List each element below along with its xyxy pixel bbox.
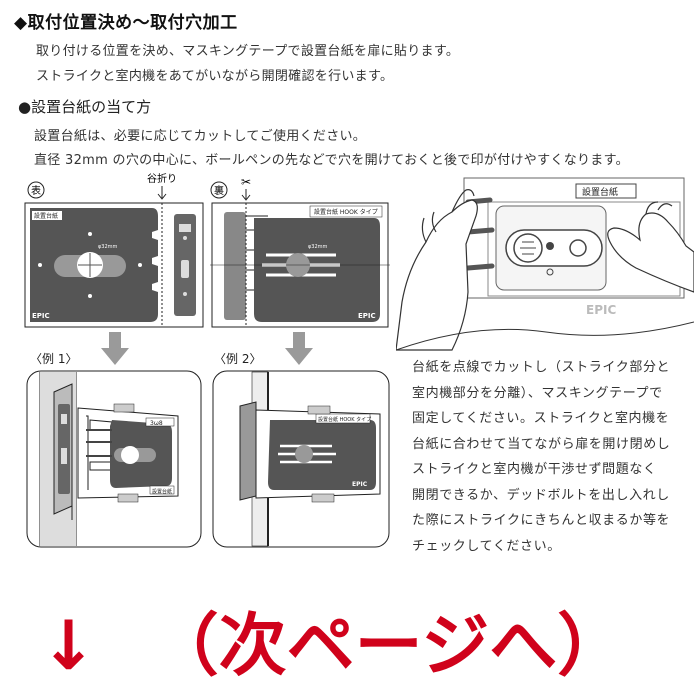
- left-hand: [396, 199, 478, 351]
- example2-tape-top: [307, 405, 331, 415]
- next-page-arrow-icon: ↓: [40, 607, 97, 686]
- example1-tape-bottom: [117, 493, 139, 503]
- example1-tape-top: [113, 403, 135, 413]
- example2-brand: EPIC: [352, 481, 368, 488]
- photo-label: 設置台紙: [582, 186, 618, 198]
- description-line: 固定してください。ストライクと室内機を: [412, 411, 670, 426]
- section1-line1: 取り付ける位置を決め、マスキングテープで設置台紙を扉に貼ります。: [36, 44, 460, 59]
- front-mark-circle: [27, 181, 45, 199]
- section1-line2: ストライクと室内機をあてがいながら開閉確認を行います。: [36, 69, 394, 84]
- photo-brand: EPIC: [586, 303, 616, 317]
- example2-card-label: 設置台紙 HOOK タイプ: [318, 416, 371, 423]
- back-card-label-bg: [309, 205, 383, 218]
- down-arrow-1-icon: [101, 332, 129, 365]
- down-arrow-2-icon: [285, 332, 313, 365]
- front-hole-label: φ32mm: [98, 244, 118, 250]
- description-line: 台紙を点線でカットし（ストライク部分と: [412, 360, 671, 375]
- section2-line1: 設置台紙は、必要に応じてカットしてご使用ください。: [34, 129, 367, 144]
- section1-title: ◆取付位置決め〜取付穴加工: [14, 13, 238, 33]
- back-brand: EPIC: [358, 312, 376, 320]
- next-page-banner: ↓ （次ページへ）: [40, 590, 680, 690]
- fold-label: 谷折り: [147, 172, 177, 185]
- front-mark: 表: [31, 184, 41, 197]
- front-template-diagram: 表 谷折り 設置台紙 φ32mm EPIC: [24, 172, 204, 328]
- back-template-diagram: 裏 ✂ 設置台紙 HOOK タイプ φ32mm EPIC: [210, 175, 390, 328]
- description-line: た際にストライクにきちんと収まるか等を: [412, 513, 671, 528]
- example2-label: 〈例 2〉: [214, 352, 262, 366]
- front-brand: EPIC: [32, 312, 50, 320]
- example2-diagram: 設置台紙 HOOK タイプ EPIC: [212, 370, 390, 548]
- back-hole-label: φ32mm: [308, 244, 328, 250]
- section2-title: ●設置台紙の当て方: [18, 98, 152, 116]
- back-mark-circle: [210, 181, 228, 199]
- fold-arrow-icon: [157, 186, 167, 200]
- front-card-label: 設置台紙: [34, 212, 58, 220]
- photo-label-box: [575, 183, 637, 199]
- right-hand: [607, 212, 694, 293]
- next-page-text[interactable]: （次ページへ）: [150, 607, 626, 686]
- description-line: ストライクと室内機が干渉せず問題なく: [412, 462, 657, 477]
- back-strike: [224, 212, 246, 320]
- description-line: 台紙に合わせて当てながら扉を開け閉めし: [412, 436, 671, 452]
- back-card: [254, 218, 380, 322]
- section2-line2: 直径 32mm の穴の中心に、ボールペンの先などで穴を開けておくと後で印が付けや…: [34, 153, 629, 168]
- scissors-icon: ✂: [241, 175, 251, 189]
- description-line: 室内機部分を分離）、マスキングテープで: [412, 385, 663, 401]
- example1-card-label: 3ω8: [150, 420, 163, 427]
- example2-tape-bottom: [311, 493, 335, 503]
- back-mark: 裏: [214, 184, 224, 197]
- example1-card-tag: 設置台紙: [152, 488, 172, 495]
- back-card-label: 設置台紙 HOOK タイプ: [314, 208, 378, 216]
- example1-label: 〈例 1〉: [30, 352, 78, 366]
- example2-strike: [239, 401, 257, 501]
- example1-diagram: 3ω8 設置台紙: [26, 370, 202, 548]
- description-line: チェックしてください。: [412, 538, 561, 554]
- photo-illustration: 設置台紙 EPIC: [396, 177, 694, 351]
- front-card-label-bg: [32, 211, 62, 220]
- description-line: 開閉できるか、デッドボルトを出し入れし: [412, 487, 670, 503]
- description-block: 台紙を点線でカットし（ストライク部分と 室内機部分を分離）、マスキングテープで …: [412, 355, 687, 559]
- cut-arrow-icon: [241, 189, 251, 201]
